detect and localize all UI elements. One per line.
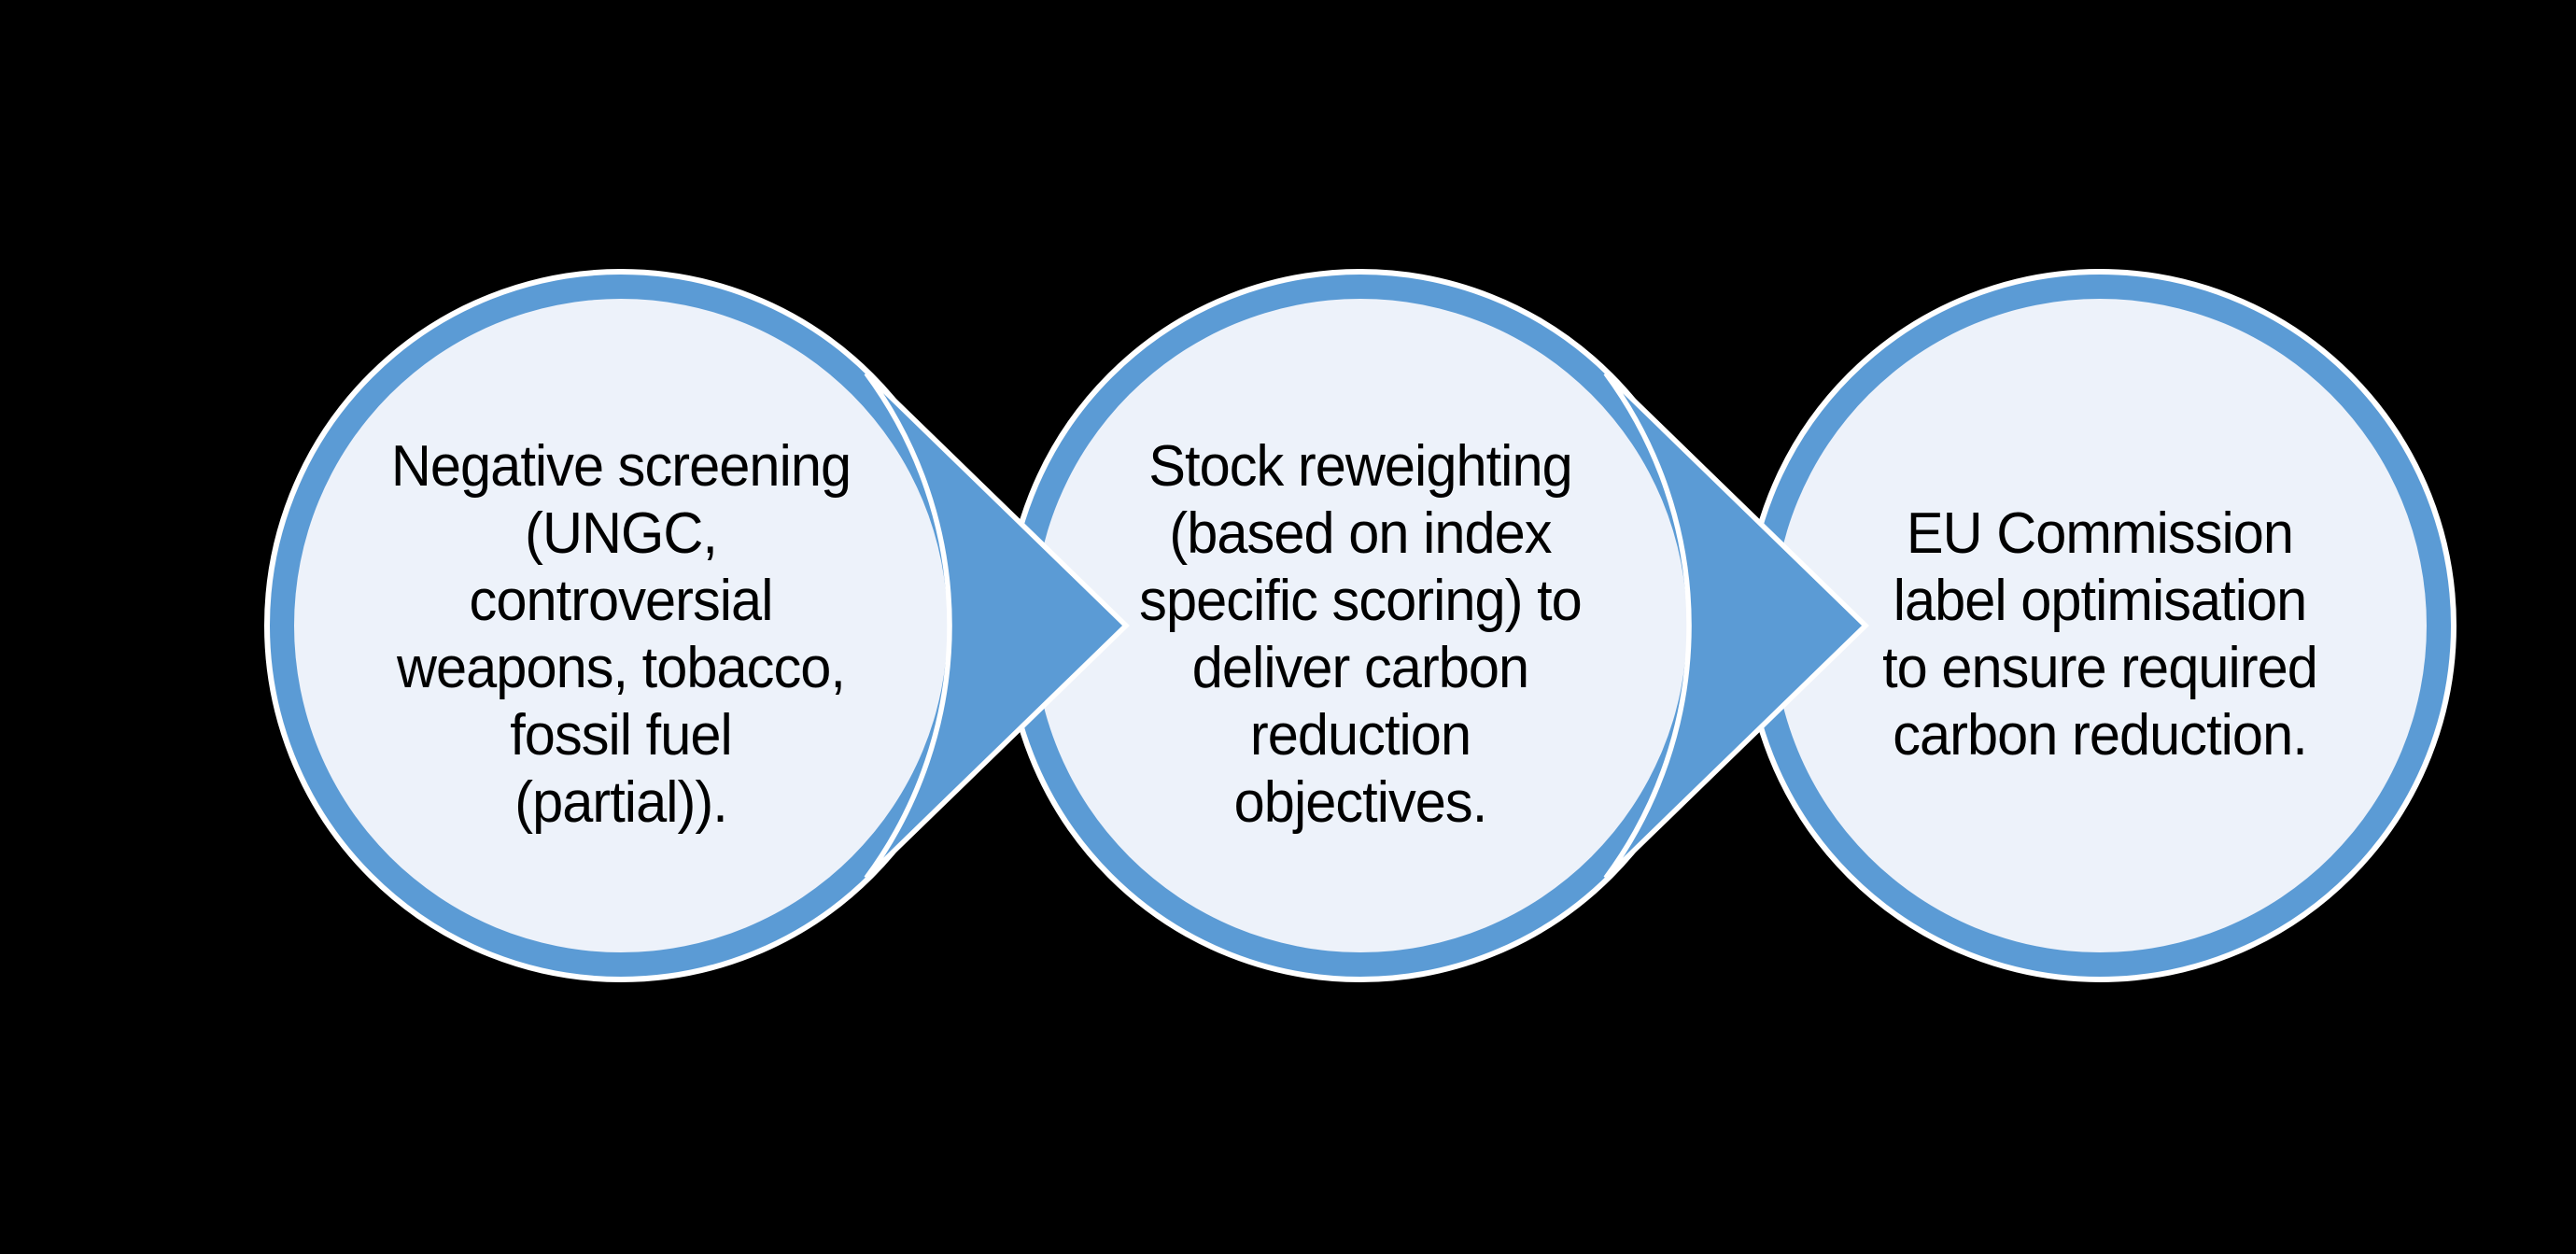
step-fill-2 [1034, 299, 1687, 952]
step-label-line: Negative screening [390, 434, 852, 499]
step-label-line: EU Commission [1906, 501, 2294, 566]
step-node-1 [264, 269, 978, 982]
step-label-1: Negative screening (UNGC, controversial … [390, 433, 852, 837]
step-label-line: reduction [1249, 703, 1471, 768]
step-label-2: Stock reweighting (based on index specif… [1139, 433, 1583, 837]
step-label-line: deliver carbon [1191, 636, 1529, 700]
step-label-line: carbon reduction. [1893, 703, 2308, 768]
step-fill-1 [294, 299, 948, 952]
step-label-line: (UNGC, [525, 501, 718, 566]
step-label-line: Stock reweighting [1148, 434, 1572, 499]
step-fill-3 [1773, 299, 2427, 952]
step-label-3: EU Commission label optimisation to ensu… [1882, 500, 2318, 769]
step-node-2 [1004, 269, 1717, 982]
step-label-line: specific scoring) to [1139, 569, 1583, 633]
step-label-line: controversial [469, 569, 774, 633]
step-label-line: fossil fuel [510, 703, 733, 768]
step-label-line: weapons, tobacco, [396, 636, 846, 700]
step-label-line: to ensure required [1882, 636, 2318, 700]
step-label-line: label optimisation [1893, 569, 2308, 633]
step-label-line: (based on index [1169, 501, 1552, 566]
connector-arrow-2 [1603, 371, 1869, 881]
step-label-line: (partial)). [514, 770, 728, 835]
step-label-line: objectives. [1233, 770, 1488, 835]
connector-arrow-1 [864, 371, 1130, 881]
